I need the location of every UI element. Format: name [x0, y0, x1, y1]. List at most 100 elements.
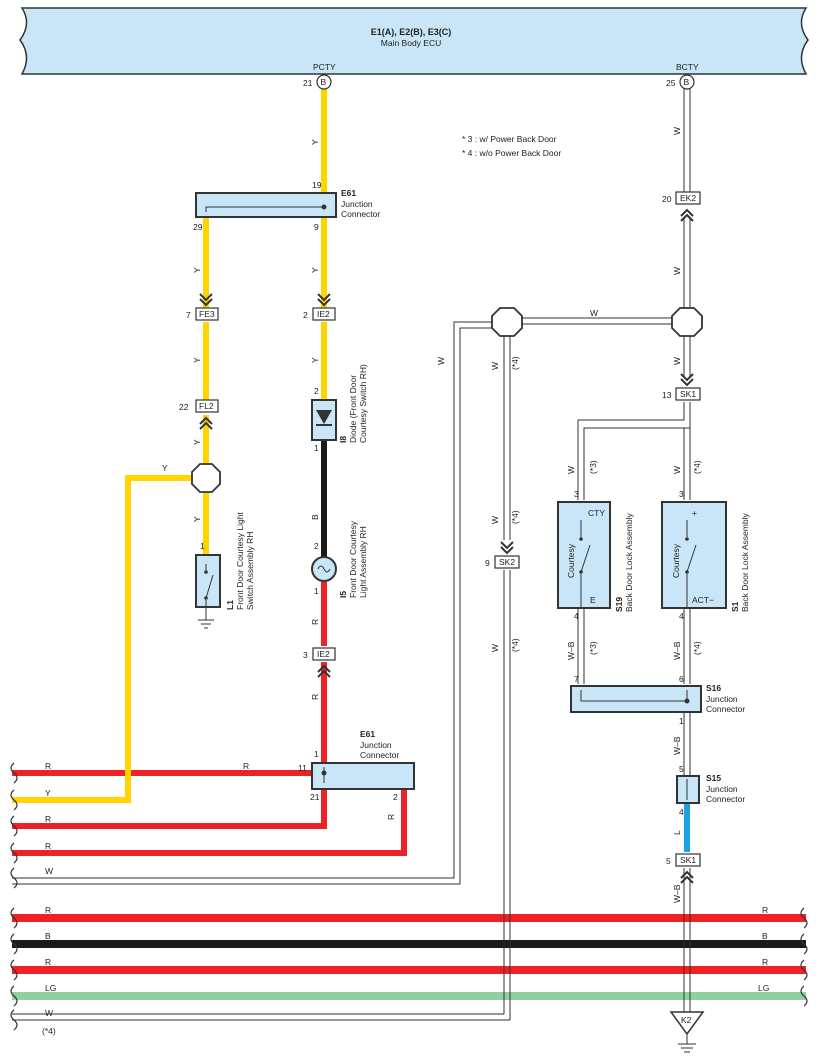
label-y-29: Y [192, 267, 202, 273]
label-w-s1: W [672, 466, 682, 474]
l1-name2: Switch Assembly RH [245, 532, 255, 610]
label-w-sk2-mid: W [490, 516, 500, 524]
label-y-9: Y [310, 267, 320, 273]
e61-top-pin-19: 19 [312, 180, 322, 190]
ie2b-pin: 3 [303, 650, 308, 660]
sk2-id: SK2 [499, 557, 515, 567]
i8-diode: 2 1 I8 Diode (Front Door Courtesy Switch… [311, 364, 368, 453]
e61-bot-pin-11: 11 [298, 763, 307, 773]
connector-sk2: SK2 9 [485, 541, 520, 569]
label-l: L [672, 830, 682, 835]
s16-pin-6: 6 [679, 674, 684, 684]
i5-lamp: 2 1 I5 Front Door Courtesy Light Assembl… [311, 520, 368, 598]
label-w-s19: W [566, 466, 576, 474]
bcty-name: BCTY [676, 62, 699, 72]
s1-back-door-lock: + ACT− Courtesy 3 4 S1 Back Door Lock As… [661, 489, 750, 621]
e61-bot-id: E61 [360, 729, 375, 739]
label-y-fe3: Y [192, 357, 202, 363]
label-n4-sk2-top: (*4) [510, 356, 520, 370]
ek2-pin: 20 [662, 194, 672, 204]
label-w-sk1: W [672, 357, 682, 365]
ecu-subtitle: Main Body ECU [381, 38, 441, 48]
e61-bot-desc1: Junction [360, 740, 392, 750]
s19-term-top: CTY [588, 508, 605, 518]
label-n3-s19: (*3) [588, 460, 598, 474]
sk1b-pin: 5 [666, 856, 671, 866]
bottom-harness: R B R LG W (*4) R B R LG [12, 905, 806, 1036]
label-wb-s16: W–B [672, 736, 682, 755]
i5-pin-2: 2 [314, 541, 319, 551]
s1-term-bot: ACT− [692, 595, 714, 605]
e61-bot-pin-2: 2 [393, 792, 398, 802]
s1-pin-4: 4 [679, 611, 684, 621]
i8-id: I8 [338, 436, 348, 443]
main-body-ecu: E1(A), E2(B), E3(C) Main Body ECU [19, 7, 809, 75]
e61-top-desc2: Connector [341, 209, 380, 219]
e61-top-pin-29: 29 [193, 222, 203, 232]
i8-name2: Courtesy Switch RH) [358, 364, 368, 443]
s16-pin-7: 7 [574, 674, 579, 684]
connector-sk1-a: SK1 13 [662, 373, 701, 401]
s19-pin-3: 3 [574, 489, 579, 499]
ie2a-pin: 2 [303, 310, 308, 320]
notes: * 3 : w/ Power Back Door * 4 : w/o Power… [462, 134, 561, 158]
bcty-pin: 25 [666, 78, 676, 88]
s1-id: S1 [730, 601, 740, 612]
s16-desc2: Connector [706, 704, 745, 714]
ie2a-id: IE2 [317, 309, 330, 319]
connector-fe3: FE3 7 [186, 293, 219, 321]
label-n3-s19b: (*3) [588, 641, 598, 655]
harness-label-r1: R [45, 905, 51, 915]
s15-id: S15 [706, 773, 721, 783]
s19-name: Back Door Lock Assembly [624, 513, 634, 612]
s1-pin-3: 3 [679, 489, 684, 499]
label-n4-sk2-bot: (*4) [510, 638, 520, 652]
splice-label-y: Y [162, 463, 168, 473]
sk1b-id: SK1 [680, 855, 696, 865]
left-label-r3: R [45, 841, 51, 851]
e61-bot-pin-21: 21 [310, 792, 320, 802]
label-wb-s1: W–B [672, 641, 682, 660]
pcty-conn: B [321, 77, 327, 87]
harness-label-lg-right: LG [758, 983, 769, 993]
i8-pin-1: 1 [314, 443, 319, 453]
e61-top-pin-9: 9 [314, 222, 319, 232]
pcty-pin: 21 [303, 78, 313, 88]
s1-inner: Courtesy [671, 543, 681, 578]
harness-note-4: (*4) [42, 1026, 56, 1036]
e61-bottom-junction: E61 Junction Connector 1 11 21 2 [298, 729, 415, 802]
s19-id: S19 [614, 597, 624, 612]
splice-w-left [491, 307, 523, 337]
sk1a-id: SK1 [680, 389, 696, 399]
i8-pin-2: 2 [314, 386, 319, 396]
s19-inner: Courtesy [566, 543, 576, 578]
s15-pin-5: 5 [679, 764, 684, 774]
e61-top-junction: E61 Junction Connector 19 29 9 [193, 180, 380, 232]
pcty-name: PCTY [313, 62, 336, 72]
label-n4-s1: (*4) [692, 460, 702, 474]
s1-name: Back Door Lock Assembly [740, 513, 750, 612]
label-w-sk2-bot: W [490, 644, 500, 652]
connector-sk1-b: SK1 5 [666, 853, 701, 884]
i8-name1: Diode (Front Door [348, 375, 358, 443]
bcty-circuit: W W W W W W (*4) W (*4) W (*4) W (*3) W … [12, 88, 702, 1020]
ie2b-id: IE2 [317, 649, 330, 659]
i5-name2: Light Assembly RH [358, 526, 368, 598]
harness-label-b-right: B [762, 931, 768, 941]
s16-pin-1: 1 [679, 716, 684, 726]
l1-name1: Front Door Courtesy Light [235, 512, 245, 610]
connector-ie2-a: IE2 2 [303, 293, 336, 321]
s19-term-bot: E [590, 595, 596, 605]
note-3: * 3 : w/ Power Back Door [462, 134, 557, 144]
s15-junction: 5 4 S15 Junction Connector [676, 764, 745, 817]
s16-id: S16 [706, 683, 721, 693]
label-wb-k2: W–B [672, 884, 682, 903]
harness-label-b: B [45, 931, 51, 941]
e61-top-id: E61 [341, 188, 356, 198]
k2-ground: K2 [669, 1011, 705, 1053]
pcty-circuit: Y Y Y B R R Y Y Y Y R [192, 88, 396, 820]
bcty-conn: B [684, 77, 690, 87]
label-y-pcty: Y [310, 139, 320, 145]
sk2-pin: 9 [485, 558, 490, 568]
